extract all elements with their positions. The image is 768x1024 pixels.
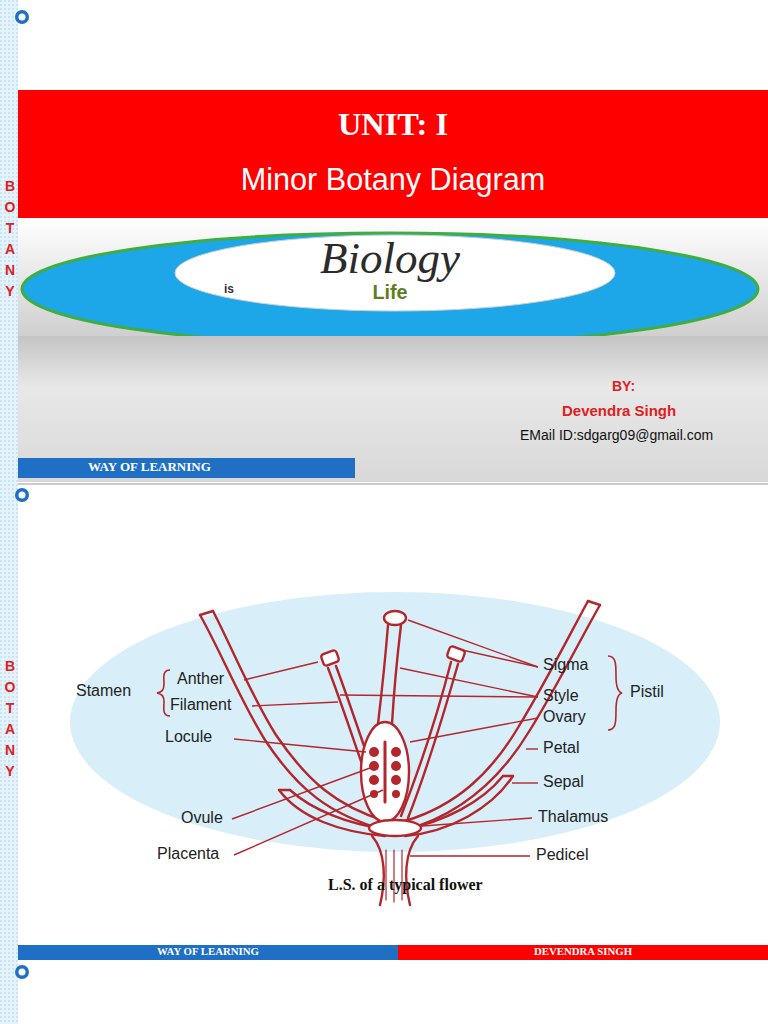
node-text: WAY OF LEARNING xyxy=(88,460,211,475)
side-title: BOTANY xyxy=(3,176,17,302)
node-text: Devendra Singh xyxy=(562,402,676,419)
part-label: Sigma xyxy=(543,656,588,674)
node-text: WAY OF LEARNING xyxy=(18,945,398,957)
part-label: Anther xyxy=(177,670,224,688)
part-label: Ovary xyxy=(543,708,586,726)
footer-bar: WAY OF LEARNING xyxy=(18,458,355,478)
part-label: Sepal xyxy=(543,773,584,791)
slide-border xyxy=(18,484,768,485)
node-text: DEVENDRA SINGH xyxy=(398,945,768,957)
part-label: Pedicel xyxy=(536,846,588,864)
node-text: UNIT: I xyxy=(18,106,768,143)
figure-caption: L.S. of a typical flower xyxy=(328,876,483,894)
part-label: Placenta xyxy=(157,845,219,863)
bracket xyxy=(157,656,622,730)
part-label: Locule xyxy=(165,728,212,746)
node-text: Life xyxy=(20,281,760,304)
footer-bar: DEVENDRA SINGH xyxy=(398,945,768,960)
part-label: Ovule xyxy=(181,809,223,827)
leader-line xyxy=(232,620,538,856)
side-title: BOTANY xyxy=(3,656,17,782)
part-label: Petal xyxy=(543,739,579,757)
part-label: Thalamus xyxy=(538,808,608,826)
part-label: Stamen xyxy=(76,682,131,700)
node-text: Minor Botany Diagram xyxy=(18,162,768,197)
node-text: Biology xyxy=(20,233,760,285)
flower-illustration xyxy=(200,601,600,905)
footer-bar: WAY OF LEARNING xyxy=(18,945,398,960)
side-strip xyxy=(0,0,18,1024)
part-label: Filament xyxy=(170,696,231,714)
node-text: is xyxy=(224,283,234,297)
node-text: EMail ID:sdgarg09@gmail.com xyxy=(520,427,713,443)
part-label: Pistil xyxy=(630,683,664,701)
title-banner: UNIT: I Minor Botany Diagram xyxy=(18,90,768,218)
part-label: Style xyxy=(543,687,579,705)
ovule xyxy=(369,747,401,798)
watermark-ellipse xyxy=(70,592,720,852)
logo-oval: BiologyisLife xyxy=(20,231,760,347)
author-panel: BY: Devendra SinghEMail ID:sdgarg09@gmail… xyxy=(18,336,768,482)
node-text: BY: xyxy=(612,378,635,394)
